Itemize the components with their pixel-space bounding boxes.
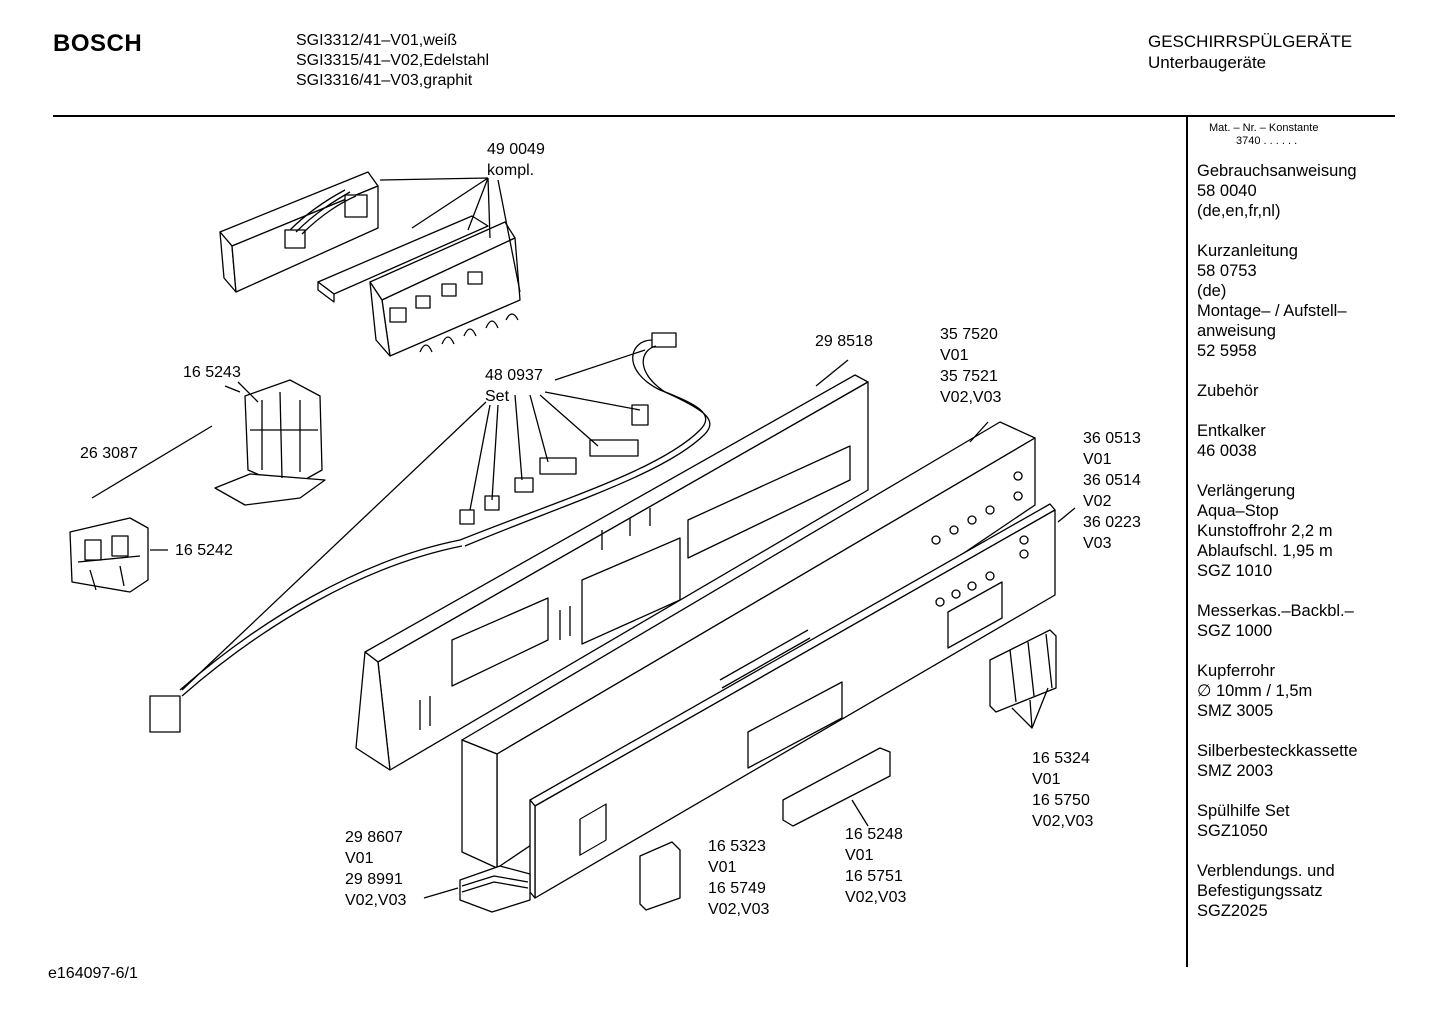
category-subtitle: Unterbaugeräte bbox=[1148, 53, 1267, 72]
spacer-stack-drawing bbox=[459, 865, 531, 913]
exploded-parts-diagram bbox=[69, 171, 1076, 913]
cable-harness-drawing bbox=[149, 332, 711, 733]
part-label-490049: 49 0049 kompl. bbox=[487, 141, 545, 179]
accessory-line: SGZ1050 bbox=[1197, 822, 1268, 840]
control-module-drawing bbox=[219, 171, 521, 357]
buttons-drawing bbox=[989, 629, 1057, 713]
accessory-line: 52 5958 bbox=[1197, 342, 1257, 360]
model-line: SGI3315/41–V02,Edelstahl bbox=[296, 52, 490, 69]
category-title: GESCHIRRSPÜLGERÄTE bbox=[1148, 32, 1353, 51]
leader-165243 bbox=[237, 381, 259, 403]
accessory-line: SMZ 2003 bbox=[1197, 762, 1274, 780]
accessory-entry: Zubehör bbox=[1197, 381, 1387, 401]
part-label-165243: 16 5243 bbox=[183, 364, 241, 381]
accessory-line: Verblendungs. und bbox=[1197, 862, 1335, 880]
accessory-line: SMZ 3005 bbox=[1197, 702, 1274, 720]
material-number-header: Mat. – Nr. – Konstante 3740 . . . . . . bbox=[1209, 122, 1319, 147]
accessory-line: Gebrauchsanweisung bbox=[1197, 162, 1357, 180]
accessory-entry: Entkalker 46 0038 bbox=[1197, 421, 1387, 461]
accessory-line: Befestigungssatz bbox=[1197, 882, 1323, 900]
accessory-line: Kunstoffrohr 2,2 m bbox=[1197, 522, 1333, 540]
accessory-line: Kurzanleitung bbox=[1197, 242, 1298, 260]
header-divider bbox=[53, 115, 1395, 117]
pin-drawing bbox=[91, 425, 213, 499]
part-label-263087: 26 3087 bbox=[80, 445, 138, 462]
accessory-line: (de) bbox=[1197, 282, 1227, 300]
accessory-line: 58 0040 bbox=[1197, 182, 1257, 200]
accessory-line: 46 0038 bbox=[1197, 442, 1257, 460]
accessory-line: SGZ2025 bbox=[1197, 902, 1268, 920]
leader-165248 bbox=[851, 799, 869, 827]
part-label-165323: 16 5323 V01 16 5749 V02,V03 bbox=[708, 838, 770, 918]
fascia-drawing bbox=[529, 503, 1056, 899]
part-label-298607: 29 8607 V01 29 8991 V02,V03 bbox=[345, 829, 407, 909]
accessory-line: SGZ 1010 bbox=[1197, 562, 1273, 580]
brand-logo: BOSCH bbox=[53, 30, 143, 57]
part-label-298518: 29 8518 bbox=[815, 333, 873, 350]
accessory-line: Ablaufschl. 1,95 m bbox=[1197, 542, 1333, 560]
accessory-line: Entkalker bbox=[1197, 422, 1266, 440]
cap-drawing bbox=[639, 841, 681, 911]
part-label-357520: 35 7520 V01 35 7521 V02,V03 bbox=[940, 326, 1002, 406]
accessory-entry: Messerkas.–Backbl.– SGZ 1000 bbox=[1197, 601, 1387, 641]
model-line: SGI3312/41–V01,weiß bbox=[296, 32, 457, 49]
accessory-line: Zubehör bbox=[1197, 382, 1259, 400]
leader-490049 bbox=[379, 177, 521, 293]
model-list: SGI3312/41–V01,weiß SGI3315/41–V02,Edels… bbox=[296, 31, 489, 91]
model-line: SGI3316/41–V03,graphit bbox=[296, 72, 473, 89]
part-label-165248: 16 5248 V01 16 5751 V02,V03 bbox=[845, 826, 907, 906]
panel-frame-drawing bbox=[355, 374, 869, 771]
accessory-line: Messerkas.–Backbl.– bbox=[1197, 602, 1354, 620]
trim-strip-drawing bbox=[782, 747, 891, 827]
part-label-165324: 16 5324 V01 16 5750 V02,V03 bbox=[1032, 750, 1094, 830]
leader-165324 bbox=[1011, 687, 1049, 729]
accessory-entry: Gebrauchsanweisung 58 0040 (de,en,fr,nl) bbox=[1197, 161, 1387, 221]
category-heading: GESCHIRRSPÜLGERÄTE Unterbaugeräte bbox=[1148, 31, 1352, 73]
part-label-165242: 16 5242 bbox=[175, 542, 233, 559]
leader-480937 bbox=[181, 349, 646, 691]
accessory-line: SGZ 1000 bbox=[1197, 622, 1273, 640]
accessory-line: Montage– / Aufstell– bbox=[1197, 302, 1347, 320]
leader-298607 bbox=[423, 887, 459, 899]
accessory-line: Silberbesteckkassette bbox=[1197, 742, 1358, 760]
leader-360513 bbox=[1057, 507, 1076, 523]
accessories-sidebar: Mat. – Nr. – Konstante 3740 . . . . . . … bbox=[1197, 122, 1387, 941]
accessory-line: Kupferrohr bbox=[1197, 662, 1275, 680]
accessory-line: Aqua–Stop bbox=[1197, 502, 1279, 520]
accessory-line: Verlängerung bbox=[1197, 482, 1296, 500]
accessory-line: 58 0753 bbox=[1197, 262, 1257, 280]
accessory-line: anweisung bbox=[1197, 322, 1276, 340]
accessory-line: ∅ 10mm / 1,5m bbox=[1197, 682, 1313, 700]
switch-drawing bbox=[69, 517, 149, 593]
leader-298518 bbox=[815, 359, 849, 387]
accessory-line: Spülhilfe Set bbox=[1197, 802, 1290, 820]
part-label-480937: 48 0937 Set bbox=[485, 367, 543, 405]
bracket-drawing bbox=[214, 379, 326, 506]
accessory-list: Gebrauchsanweisung 58 0040 (de,en,fr,nl) Ku… bbox=[1197, 161, 1387, 921]
part-label-360513: 36 0513 V01 36 0514 V02 36 0223 V03 bbox=[1083, 430, 1141, 552]
sidebar-divider bbox=[1186, 117, 1188, 967]
accessory-entry: Kurzanleitung 58 0753 (de) Montage– / Aufst… bbox=[1197, 241, 1387, 361]
drawing-code: e164097-6/1 bbox=[48, 965, 138, 982]
leader-357520 bbox=[969, 421, 989, 443]
accessory-line: (de,en,fr,nl) bbox=[1197, 202, 1281, 220]
